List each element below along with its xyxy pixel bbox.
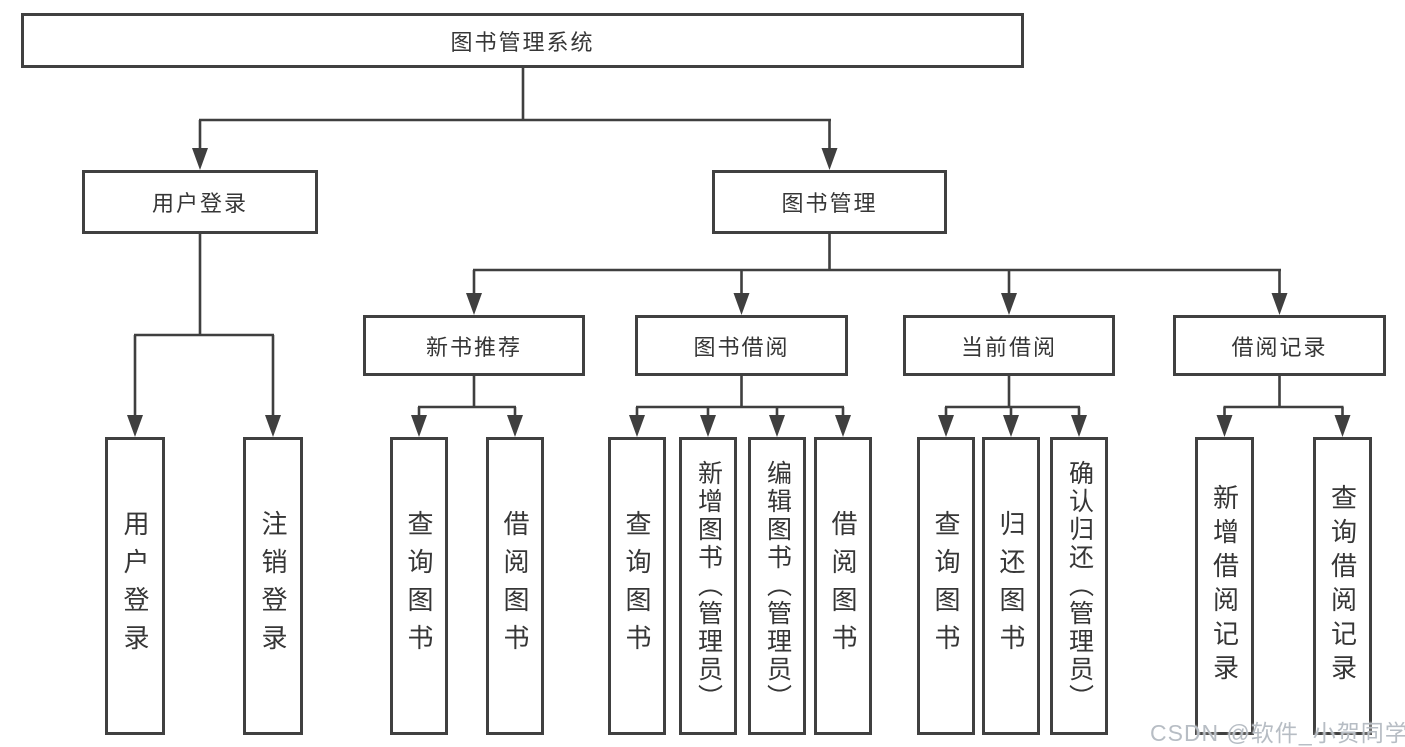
node-label: 图书借阅 [693,334,790,360]
leaf-query-books: 查询图书 [917,437,975,735]
leaf-label: 借阅图书 [500,510,530,662]
leaf-label: 编辑图书（管理员） [763,460,792,712]
leaf-label: 新增图书（管理员） [694,460,723,712]
node-user-login: 用户登录 [82,170,318,234]
node-label: 借阅记录 [1231,334,1328,360]
leaf-label: 新增借阅记录 [1209,484,1240,688]
node-label: 新书推荐 [425,334,522,360]
leaf-user-login: 用户登录 [105,437,165,735]
watermark: CSDN @软件_小贺同学 [1150,720,1405,746]
node-current-borrowing: 当前借阅 [903,315,1115,376]
node-root-label: 图书管理系统 [450,29,595,55]
leaf-label: 借阅图书 [828,510,858,662]
leaf-query-books: 查询图书 [390,437,448,735]
node-label: 用户登录 [151,191,248,216]
leaf-query-borrow-record: 查询借阅记录 [1313,437,1372,735]
node-label: 当前借阅 [960,334,1057,360]
leaf-edit-books-admin: 编辑图书（管理员） [748,437,806,735]
leaf-label: 用户登录 [120,510,150,662]
leaf-confirm-return-admin: 确认归还（管理员） [1050,437,1108,735]
leaf-label: 查询图书 [622,510,652,662]
leaf-query-books: 查询图书 [608,437,666,735]
node-borrowing-records: 借阅记录 [1173,315,1386,376]
node-book-borrowing: 图书借阅 [635,315,848,376]
leaf-add-books-admin: 新增图书（管理员） [679,437,737,735]
leaf-label: 注销登录 [258,510,288,662]
leaf-label: 查询图书 [931,510,961,662]
leaf-return-books: 归还图书 [982,437,1040,735]
node-new-book-recommend: 新书推荐 [363,315,585,376]
leaf-add-borrow-record: 新增借阅记录 [1195,437,1254,735]
leaf-label: 归还图书 [996,510,1026,662]
node-book-management: 图书管理 [712,170,947,234]
leaf-label: 查询图书 [404,510,434,662]
leaf-label: 查询借阅记录 [1327,484,1358,688]
node-label: 图书管理 [781,191,878,216]
leaf-label: 确认归还（管理员） [1065,460,1094,712]
leaf-logout: 注销登录 [243,437,303,735]
leaf-borrow-books: 借阅图书 [486,437,544,735]
node-root-system: 图书管理系统 [21,13,1024,68]
leaf-borrow-books: 借阅图书 [814,437,872,735]
